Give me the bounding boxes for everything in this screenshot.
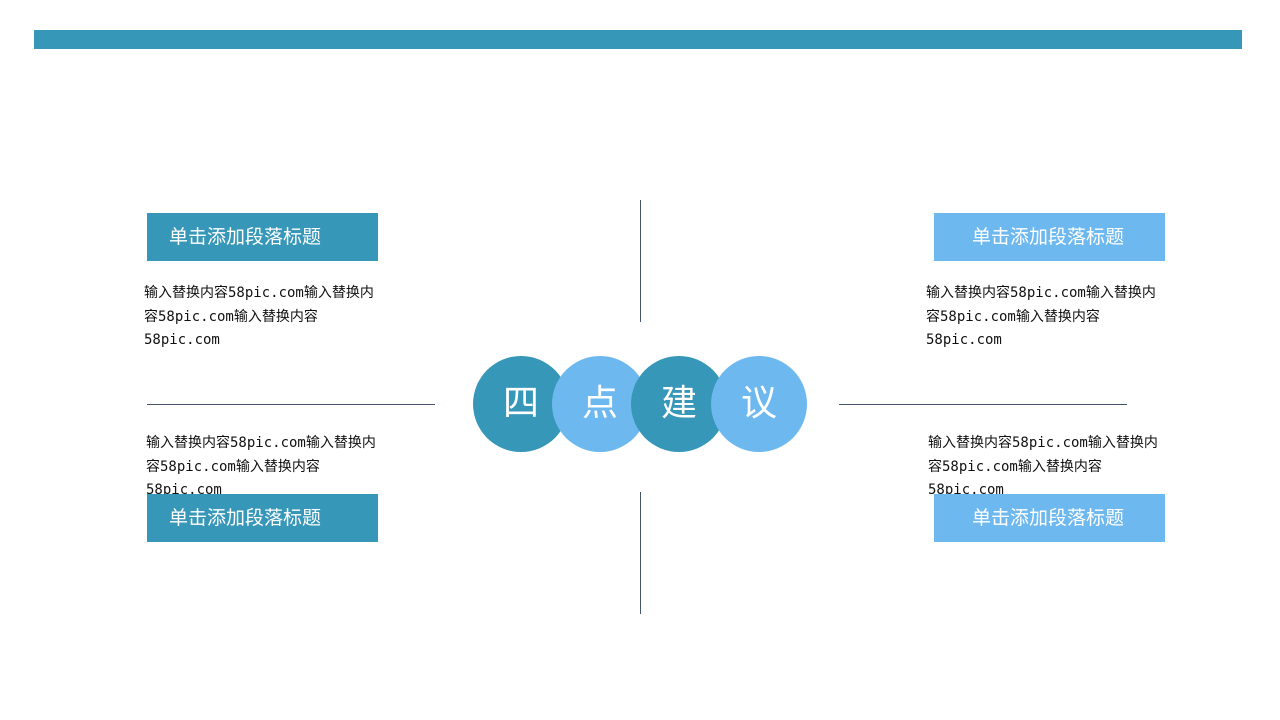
divider-left [147, 404, 435, 405]
circle-1-label: 四 [502, 383, 539, 424]
divider-right [839, 404, 1127, 405]
title-top-right[interactable]: 单击添加段落标题 [934, 213, 1165, 261]
divider-bottom [640, 492, 641, 614]
body-top-right[interactable]: 输入替换内容58pic.com输入替换内容58pic.com输入替换内容58pi… [926, 285, 1156, 348]
circle-2-label: 点 [581, 383, 618, 424]
title-top-left[interactable]: 单击添加段落标题 [147, 213, 378, 261]
body-bottom-left[interactable]: 输入替换内容58pic.com输入替换内容58pic.com输入替换内容58pi… [146, 435, 376, 498]
circle-4-label: 议 [740, 383, 777, 424]
divider-top [640, 200, 641, 322]
title-bottom-left[interactable]: 单击添加段落标题 [147, 494, 378, 542]
circle-3-label: 建 [660, 383, 697, 424]
body-bottom-right[interactable]: 输入替换内容58pic.com输入替换内容58pic.com输入替换内容58pi… [928, 435, 1158, 498]
title-bottom-right[interactable]: 单击添加段落标题 [934, 494, 1165, 542]
header-bar [34, 30, 1242, 49]
circle-4 [711, 356, 807, 452]
body-top-left[interactable]: 输入替换内容58pic.com输入替换内容58pic.com输入替换内容58pi… [144, 285, 374, 348]
